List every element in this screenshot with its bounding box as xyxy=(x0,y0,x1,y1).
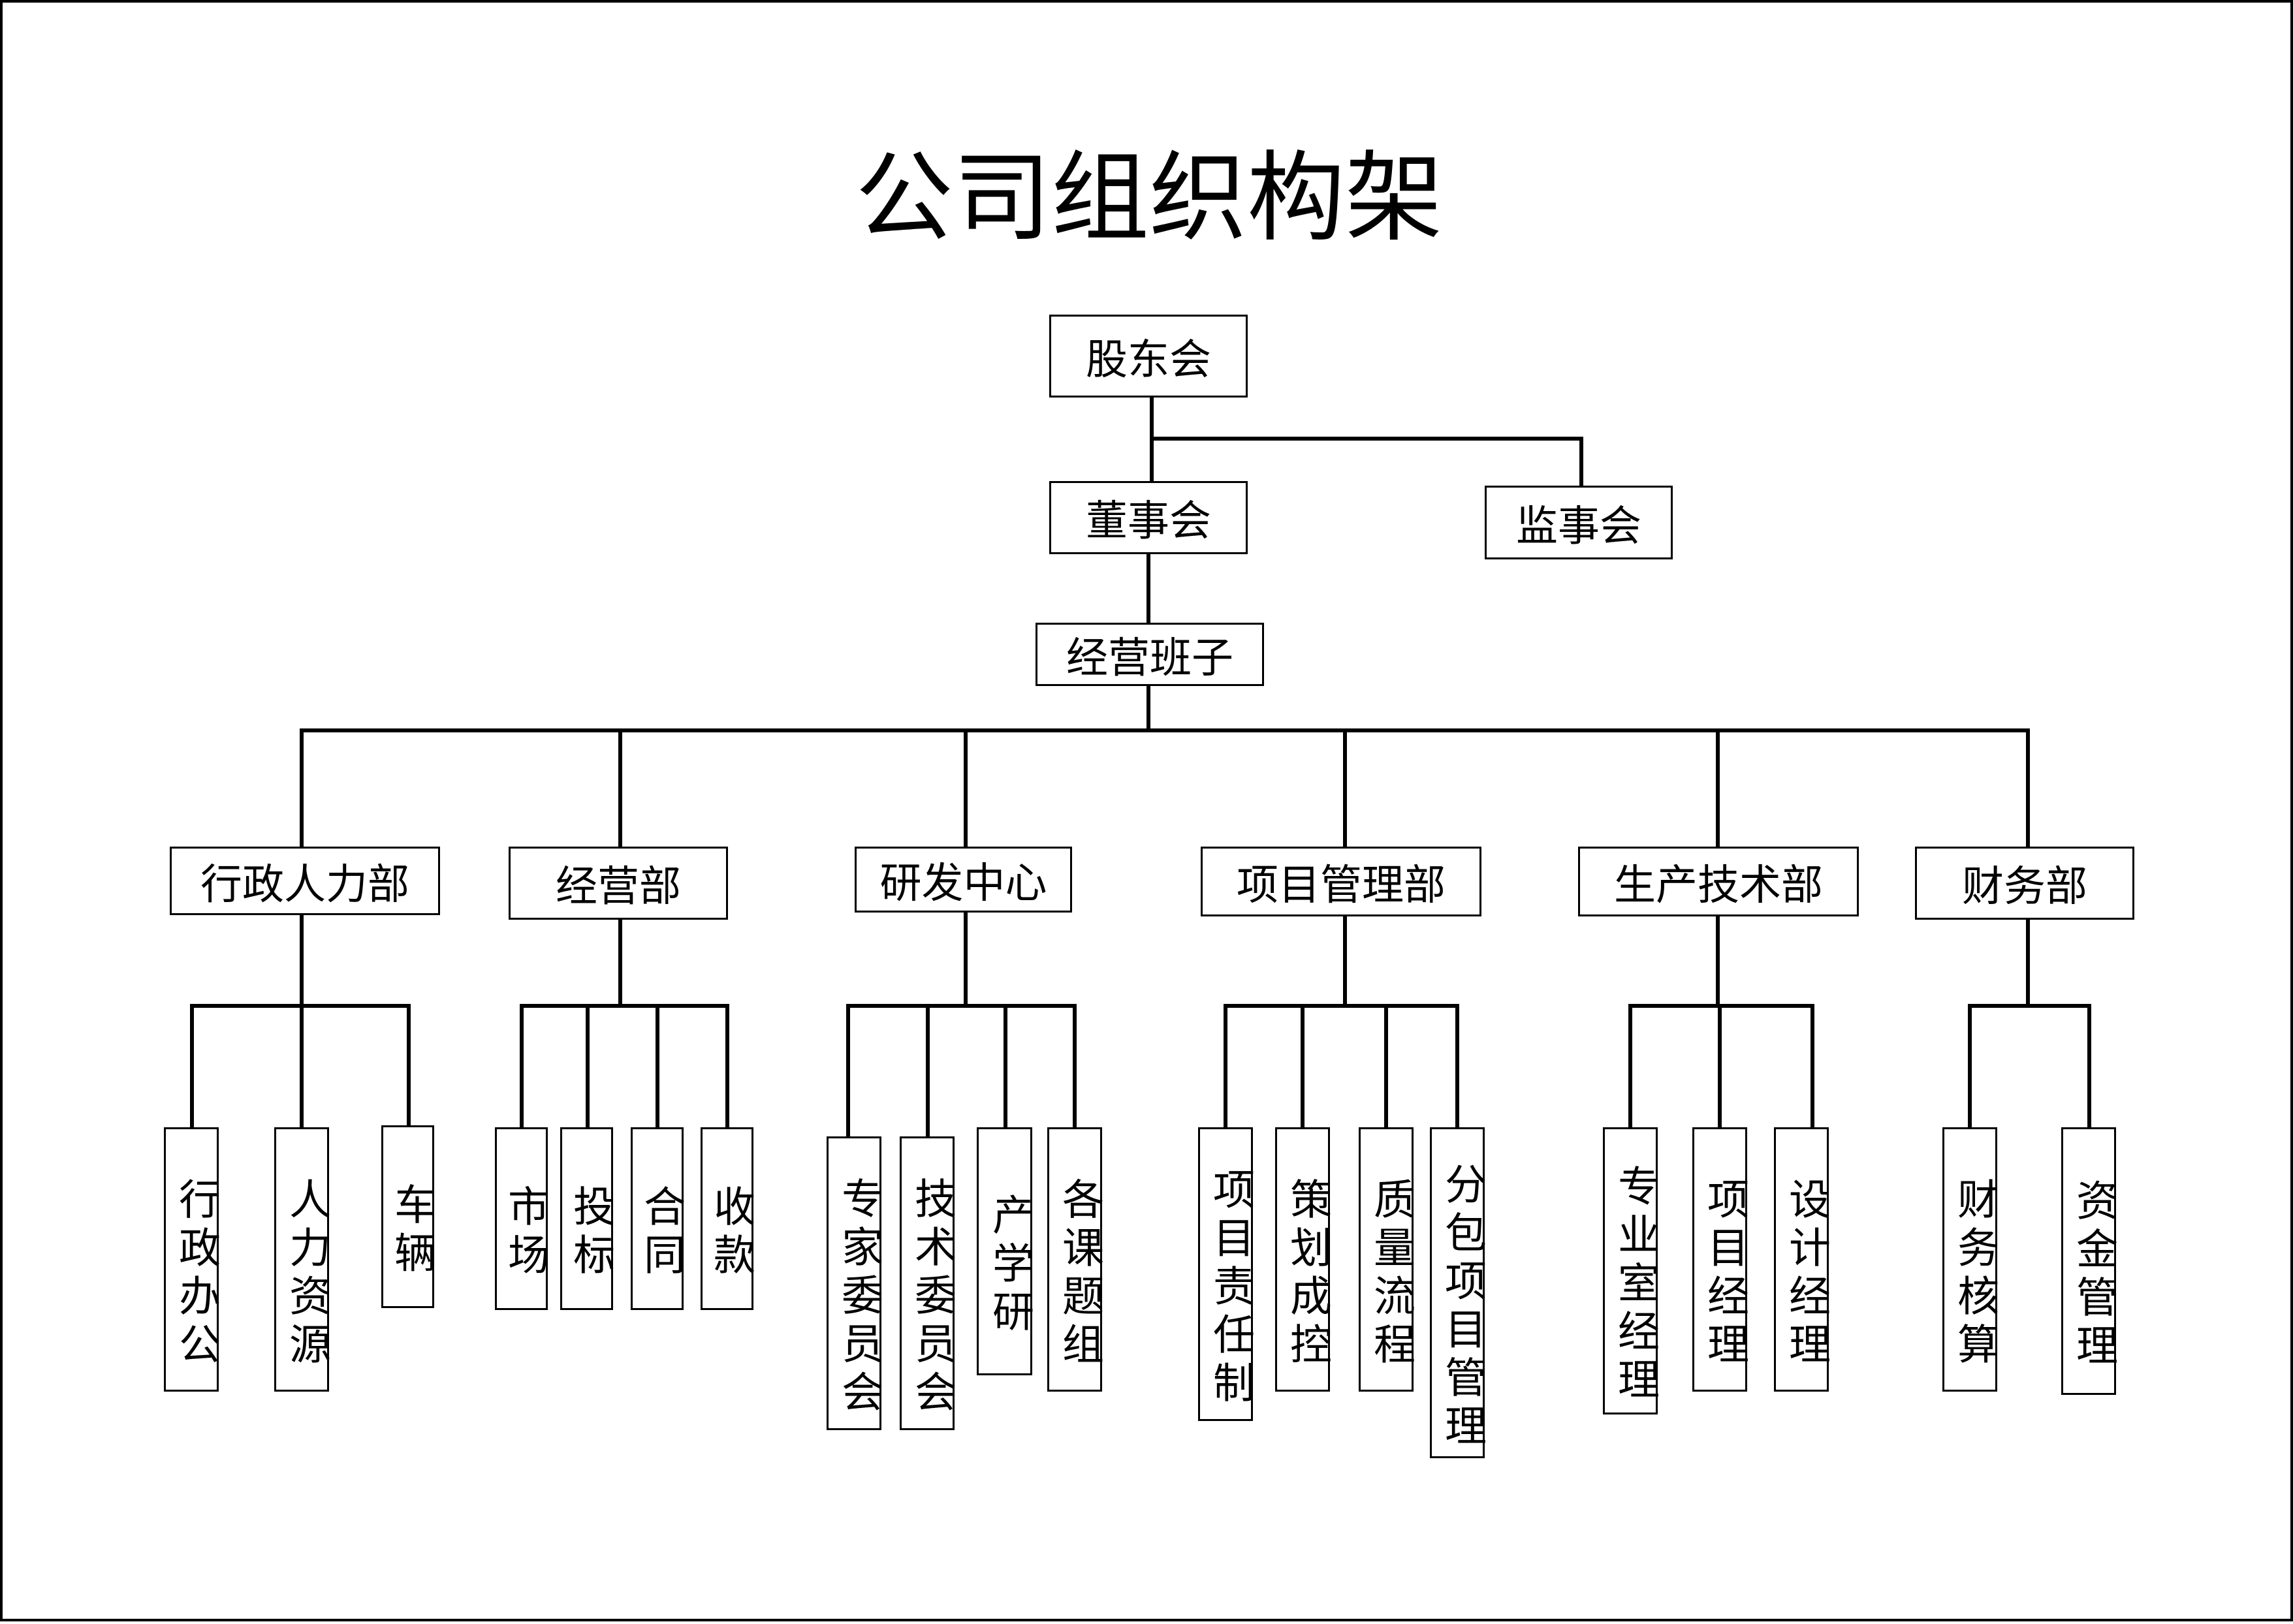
unit-market: 市场 xyxy=(495,1127,549,1310)
unit-design-manager: 设计经理 xyxy=(1774,1127,1830,1392)
dept-project-management: 项目管理部 xyxy=(1201,847,1481,916)
unit-industry-academia: 产学研 xyxy=(977,1127,1034,1375)
unit-quality-process: 质量流程 xyxy=(1359,1127,1415,1392)
unit-research-groups: 各课题组 xyxy=(1047,1127,1103,1392)
dept-admin-hr: 行政人力部 xyxy=(170,847,440,915)
dept-finance: 财务部 xyxy=(1915,847,2134,920)
dept-rnd-center: 研发中心 xyxy=(855,847,1072,913)
node-shareholders: 股东会 xyxy=(1049,315,1248,398)
unit-bidding: 投标 xyxy=(560,1127,614,1310)
unit-project-manager: 项目经理 xyxy=(1692,1127,1748,1392)
unit-project-responsibility: 项目责任制 xyxy=(1198,1127,1254,1421)
chart-title: 公司组织构架 xyxy=(855,142,1443,255)
unit-planning-cost-control: 策划成控 xyxy=(1275,1127,1331,1392)
unit-subcontract-management: 分包项目管理 xyxy=(1430,1127,1486,1458)
dept-business: 经营部 xyxy=(509,847,728,920)
node-management: 经营班子 xyxy=(1036,623,1264,686)
dept-production-tech: 生产技术部 xyxy=(1578,847,1859,916)
unit-human-resources: 人力资源 xyxy=(274,1127,330,1392)
unit-specialty-manager: 专业室经理 xyxy=(1603,1127,1659,1414)
unit-vehicles: 车辆 xyxy=(381,1125,435,1308)
connector-lines xyxy=(190,396,2091,1138)
node-supervisors: 监事会 xyxy=(1485,486,1673,559)
unit-admin-office: 行政办公 xyxy=(164,1127,220,1392)
unit-financial-accounting: 财务核算 xyxy=(1942,1127,1999,1392)
node-board: 董事会 xyxy=(1049,481,1248,554)
unit-contract: 合同 xyxy=(631,1127,685,1310)
unit-expert-committee: 专家委员会 xyxy=(827,1136,883,1430)
unit-fund-management: 资金管理 xyxy=(2061,1127,2117,1395)
unit-collection: 收款 xyxy=(701,1127,755,1310)
unit-tech-committee: 技术委员会 xyxy=(900,1136,956,1430)
